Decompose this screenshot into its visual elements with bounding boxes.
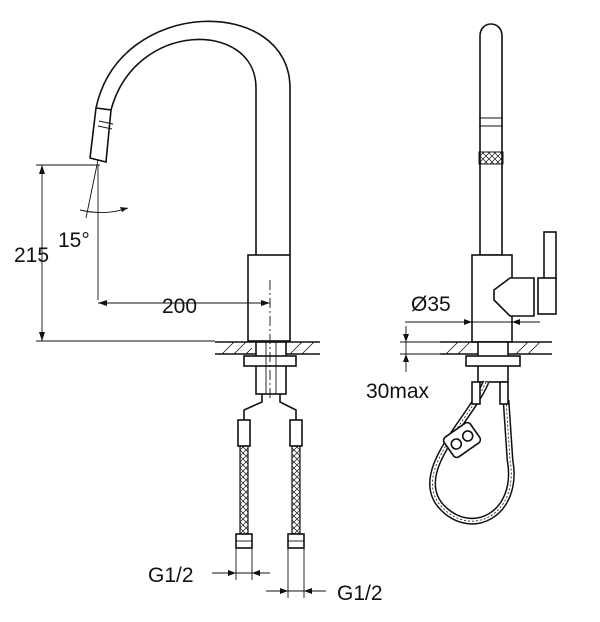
side-lever (493, 277, 535, 317)
deck-thickness-label: 30max (366, 380, 430, 403)
angle-label: 15° (58, 229, 90, 252)
dim-height (36, 164, 215, 342)
spray-head (89, 107, 112, 164)
mounting-shank (255, 341, 287, 395)
dim-deck-thickness (400, 326, 440, 372)
spout-gooseneck (95, 20, 291, 255)
supply-hoses (235, 394, 305, 549)
dim-angle (79, 159, 129, 300)
dim-thread-right (266, 548, 326, 598)
reach-label: 200 (162, 295, 197, 318)
thread-right-label: G1/2 (337, 582, 383, 605)
dim-thread-left (212, 548, 270, 580)
height-label: 215 (14, 244, 49, 267)
hose-weight (442, 421, 482, 459)
dim-diameter (405, 318, 540, 332)
thread-left-label: G1/2 (148, 564, 194, 587)
front-view (36, 20, 326, 598)
diameter-label: Ø35 (411, 293, 451, 316)
dim-reach (98, 300, 270, 306)
side-view (400, 23, 557, 525)
side-spout (479, 23, 503, 256)
faucet-body (247, 254, 291, 342)
